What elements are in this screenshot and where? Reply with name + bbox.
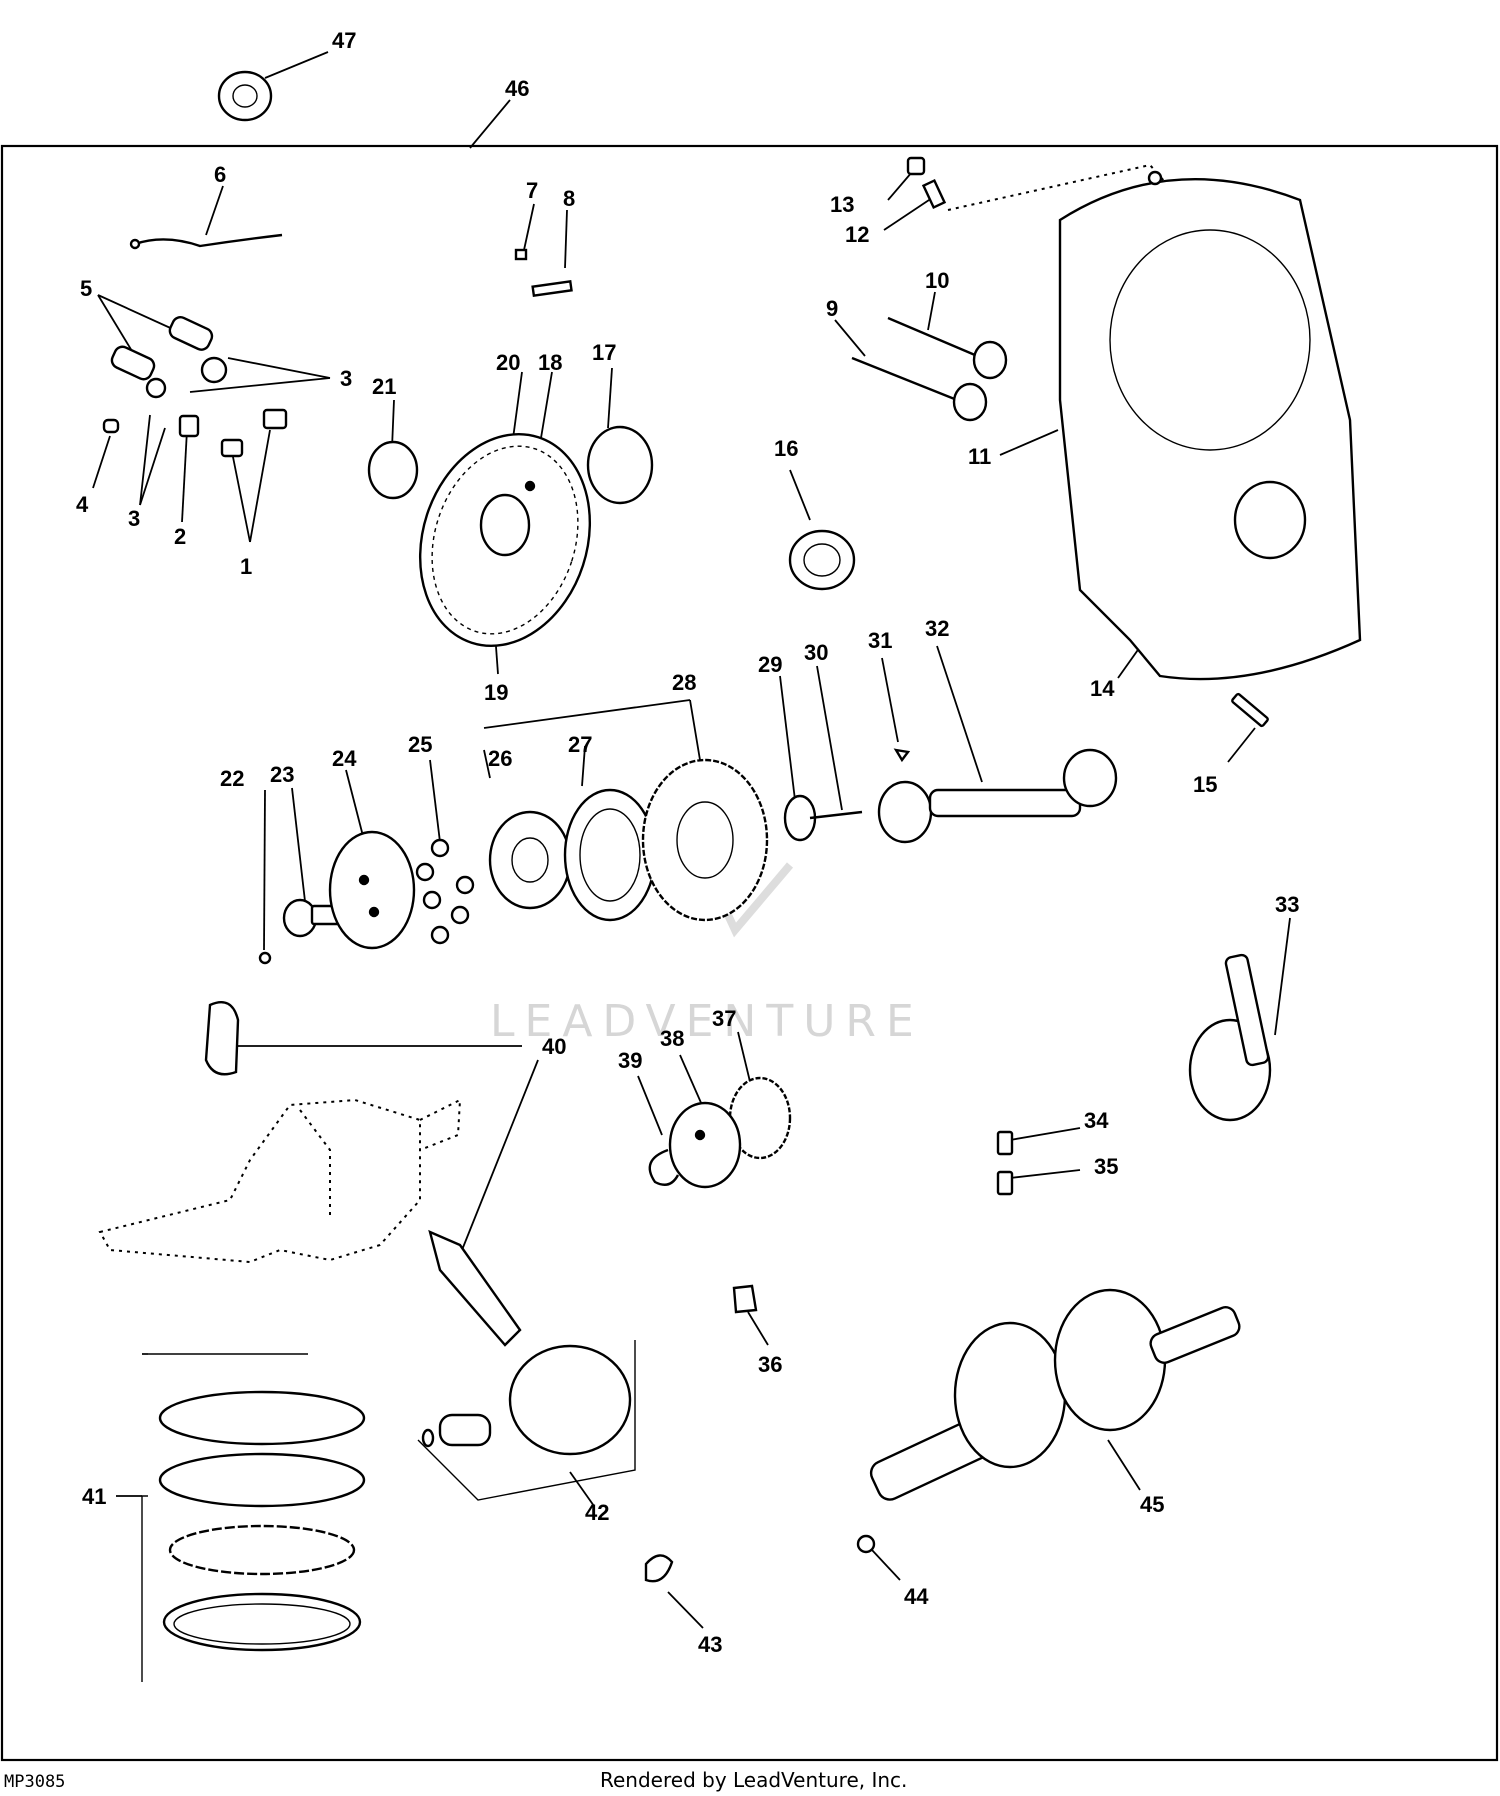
part-25-balls (415, 838, 475, 945)
part-23-bolt (282, 898, 342, 938)
label-34: 34 (1084, 1108, 1109, 1133)
part-45-crankshaft (869, 1288, 1241, 1501)
part-47-seal (217, 70, 273, 122)
label-26: 26 (488, 746, 512, 771)
label-1: 1 (240, 554, 252, 579)
part-37-gear (728, 1076, 792, 1160)
part-42-piston-rod (421, 1229, 632, 1456)
part-34-spring (996, 1130, 1014, 1156)
part-32-camshaft (877, 748, 1118, 844)
label-27: 27 (568, 732, 592, 757)
part-36-cap (732, 1284, 758, 1314)
part-12-spring (921, 178, 947, 210)
label-29: 29 (758, 652, 782, 677)
part-26-governor (488, 810, 572, 910)
label-37: 37 (712, 1006, 736, 1031)
label-44: 44 (904, 1584, 929, 1609)
render-credit: Rendered by LeadVenture, Inc. (600, 1768, 908, 1792)
label-36: 36 (758, 1352, 782, 1377)
part-33-oil-pump (1188, 953, 1272, 1122)
label-38: 38 (660, 1026, 684, 1051)
label-4: 4 (76, 492, 89, 517)
part-43-clip (644, 1554, 674, 1583)
label-28: 28 (672, 670, 696, 695)
part-17-ring (586, 425, 654, 505)
label-35: 35 (1094, 1154, 1118, 1179)
part-20-plate (418, 433, 592, 647)
label-17: 17 (592, 340, 616, 365)
dotted-crankshaft-reference (98, 1098, 462, 1264)
label-47: 47 (332, 28, 356, 53)
part-31-key (893, 748, 911, 763)
part-24-disc (328, 830, 416, 950)
part-6-tube (134, 233, 283, 248)
label-40: 40 (542, 1034, 566, 1059)
label-2: 2 (174, 524, 186, 549)
label-45: 45 (1140, 1492, 1164, 1517)
part-27-washer (563, 788, 657, 922)
part-5-lifters (110, 316, 228, 399)
label-14: 14 (1090, 676, 1115, 701)
reference-labels: 1 2 3 3 4 5 6 7 8 9 10 11 12 13 14 15 16… (76, 28, 1299, 1657)
diagram-code: MP3085 (4, 1772, 66, 1792)
label-24: 24 (332, 746, 357, 771)
part-30-pin (809, 810, 863, 820)
part-4 (102, 418, 120, 434)
label-7: 7 (526, 178, 538, 203)
part-13-nut (906, 156, 926, 176)
label-13: 13 (830, 192, 854, 217)
label-3a: 3 (340, 366, 352, 391)
part-8-pin (531, 280, 573, 297)
part-9-10-valves (851, 316, 1008, 422)
watermark-text: LEADVENTURE (490, 996, 924, 1047)
part-44-ball (856, 1534, 876, 1554)
label-19: 19 (484, 680, 508, 705)
label-46: 46 (505, 76, 529, 101)
label-21: 21 (372, 374, 396, 399)
label-25: 25 (408, 732, 432, 757)
part-16-seal (788, 529, 856, 591)
part-2 (178, 414, 200, 438)
label-5: 5 (80, 276, 92, 301)
label-11: 11 (968, 444, 991, 469)
label-23: 23 (270, 762, 294, 787)
label-8: 8 (563, 186, 575, 211)
part-1-springs (220, 408, 288, 458)
label-31: 31 (868, 628, 892, 653)
parts (98, 70, 1362, 1652)
label-43: 43 (698, 1632, 722, 1657)
leader-lines (92, 51, 1291, 1629)
part-35-spring (996, 1170, 1014, 1196)
part-40-bearing (204, 1000, 240, 1076)
part-15-bolt (1231, 692, 1269, 728)
watermark: LEADVENTURE (490, 862, 924, 1047)
part-21-cap (367, 440, 419, 500)
label-30: 30 (804, 640, 828, 665)
label-15: 15 (1193, 772, 1217, 797)
part-39-clip (648, 1148, 680, 1186)
label-6: 6 (214, 162, 226, 187)
label-18: 18 (538, 350, 562, 375)
label-12: 12 (845, 222, 869, 247)
label-42: 42 (585, 1500, 609, 1525)
part-28-gear (641, 758, 769, 922)
frame-border (0, 144, 1499, 1762)
part-11-14-cover (1058, 170, 1362, 681)
brackets (141, 1340, 636, 1682)
label-10: 10 (925, 268, 949, 293)
part-38-disc (668, 1101, 742, 1189)
part-7-pin (514, 248, 528, 261)
label-33: 33 (1275, 892, 1299, 917)
part-41-rings (158, 1390, 366, 1652)
label-22: 22 (220, 766, 244, 791)
label-32: 32 (925, 616, 949, 641)
label-20: 20 (496, 350, 520, 375)
label-9: 9 (826, 296, 838, 321)
label-39: 39 (618, 1048, 642, 1073)
part-22-clip (258, 951, 272, 965)
label-16: 16 (774, 436, 798, 461)
label-3b: 3 (128, 506, 140, 531)
label-41: 41 (82, 1484, 106, 1509)
